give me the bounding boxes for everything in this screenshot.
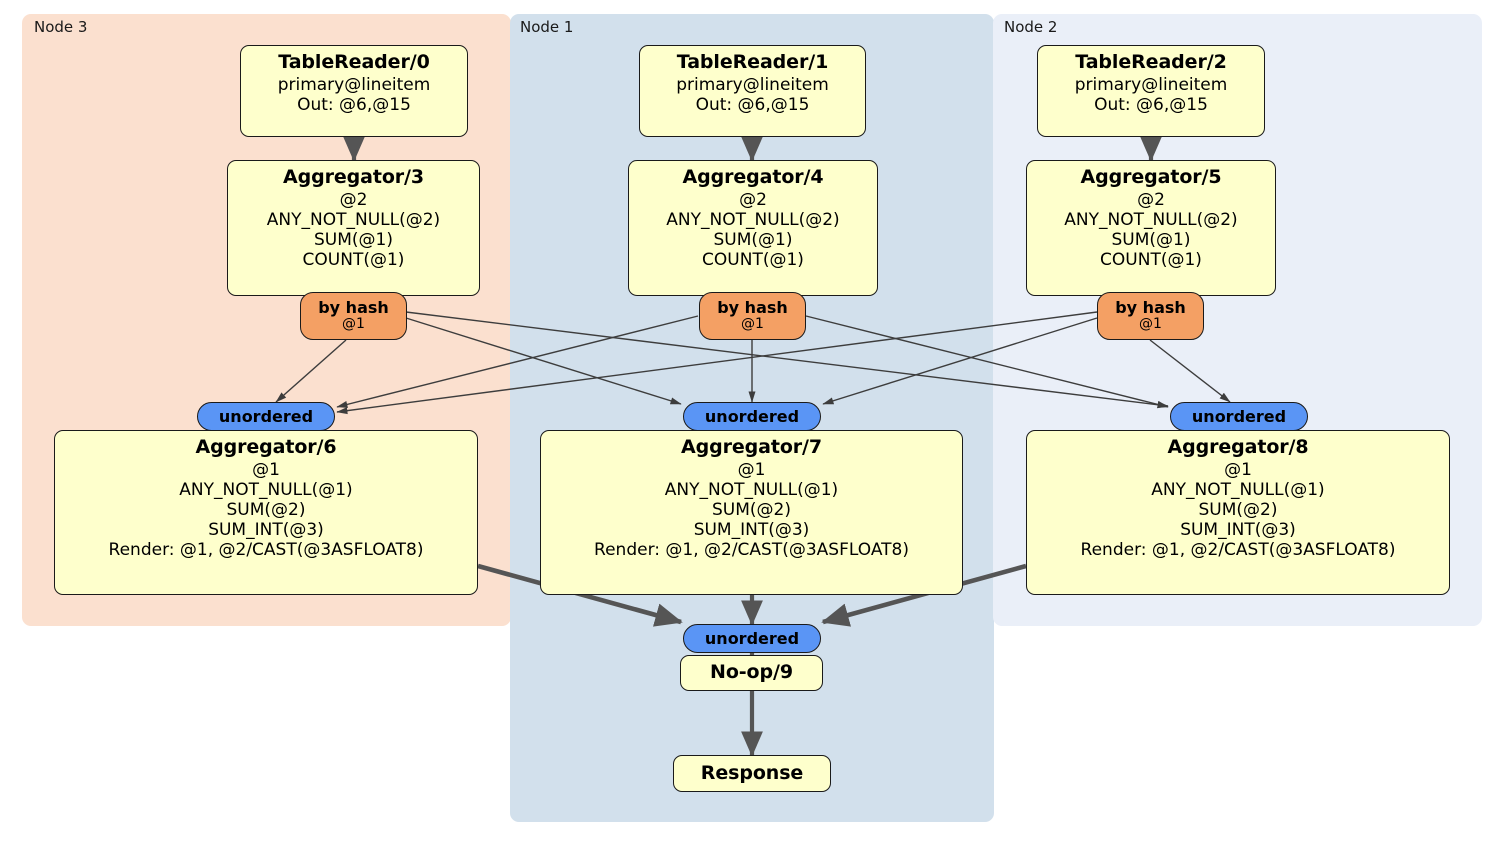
processor-detail-line: ANY_NOT_NULL(@1) <box>179 479 353 500</box>
processor-title: Aggregator/7 <box>680 436 823 458</box>
processor-detail-line: ANY_NOT_NULL(@1) <box>664 479 839 500</box>
router-label: unordered <box>1191 406 1287 426</box>
router-unordered-6[interactable]: unordered <box>197 402 335 431</box>
processor-detail-line: Out: @6,@15 <box>1094 94 1208 115</box>
processor-no-op-9[interactable]: No-op/9 <box>680 655 823 691</box>
processor-title: Aggregator/6 <box>195 436 337 458</box>
processor-detail-line: @1 <box>1224 459 1252 480</box>
processor-response[interactable]: Response <box>673 755 831 792</box>
processor-detail-line: SUM(@1) <box>1111 230 1191 251</box>
processor-detail-line: Out: @6,@15 <box>695 94 810 115</box>
processor-detail-line: @2 <box>339 189 368 210</box>
router-label: unordered <box>218 406 314 426</box>
processor-detail-line: COUNT(@1) <box>302 250 405 271</box>
processor-detail-line: Render: @1, @2/CAST(@3ASFLOAT8) <box>108 540 424 561</box>
processor-detail-line: SUM_INT(@3) <box>693 520 810 541</box>
router-unordered-8[interactable]: unordered <box>1170 402 1308 431</box>
processor-title: No-op/9 <box>710 661 793 684</box>
processor-detail-line: SUM_INT(@3) <box>1180 520 1296 541</box>
processor-detail-line: SUM(@2) <box>1198 500 1278 521</box>
processor-detail-line: ANY_NOT_NULL(@2) <box>266 209 441 230</box>
processor-title: Response <box>700 761 804 784</box>
processor-detail-line: Render: @1, @2/CAST(@3ASFLOAT8) <box>594 540 909 561</box>
processor-detail-line: primary@lineitem <box>1074 74 1228 95</box>
processor-title: Aggregator/3 <box>282 166 425 188</box>
processor-title: Aggregator/5 <box>1080 166 1222 188</box>
processor-detail-line: ANY_NOT_NULL(@2) <box>666 209 840 230</box>
processor-detail-line: primary@lineitem <box>277 74 431 95</box>
router-label: by hash <box>1115 298 1186 318</box>
router-by-hash-4[interactable]: by hash@1 <box>699 292 806 340</box>
processor-detail-line: SUM(@1) <box>314 230 393 251</box>
processor-detail-line: Out: @6,@15 <box>297 94 411 115</box>
processor-detail-line: Render: @1, @2/CAST(@3ASFLOAT8) <box>1080 540 1396 561</box>
router-label: by hash <box>717 298 788 318</box>
router-label: unordered <box>704 406 800 426</box>
processor-detail-line: SUM_INT(@3) <box>208 520 324 541</box>
router-sublabel: @1 <box>741 316 764 333</box>
router-by-hash-5[interactable]: by hash@1 <box>1097 292 1204 340</box>
router-label: unordered <box>704 628 800 648</box>
processor-title: TableReader/1 <box>676 51 829 73</box>
processor-detail-line: COUNT(@1) <box>702 250 804 271</box>
processor-detail-line: ANY_NOT_NULL(@2) <box>1064 209 1238 230</box>
processor-detail-line: @1 <box>252 459 280 480</box>
processor-title: TableReader/2 <box>1075 51 1227 73</box>
router-sublabel: @1 <box>342 316 365 333</box>
processor-detail-line: @1 <box>737 459 766 480</box>
node-panel-label-node3: Node 3 <box>34 18 88 36</box>
processor-detail-line: COUNT(@1) <box>1100 250 1202 271</box>
router-by-hash-3[interactable]: by hash@1 <box>300 292 407 340</box>
processor-detail-line: ANY_NOT_NULL(@1) <box>1151 479 1325 500</box>
processor-title: Aggregator/8 <box>1167 436 1309 458</box>
router-unordered-7[interactable]: unordered <box>683 402 821 431</box>
router-sublabel: @1 <box>1139 316 1162 333</box>
router-unordered-9[interactable]: unordered <box>683 624 821 653</box>
router-label: by hash <box>318 298 389 318</box>
processor-detail-line: SUM(@2) <box>712 500 791 521</box>
processor-title: Aggregator/4 <box>682 166 824 188</box>
processor-title: TableReader/0 <box>278 51 430 73</box>
processor-detail-line: SUM(@1) <box>713 230 793 251</box>
processor-detail-line: SUM(@2) <box>226 500 306 521</box>
processor-detail-line: @2 <box>1137 189 1165 210</box>
processor-detail-line: primary@lineitem <box>676 74 829 95</box>
processor-detail-line: @2 <box>739 189 767 210</box>
node-panel-label-node2: Node 2 <box>1004 18 1058 36</box>
node-panel-label-node1: Node 1 <box>520 18 574 36</box>
